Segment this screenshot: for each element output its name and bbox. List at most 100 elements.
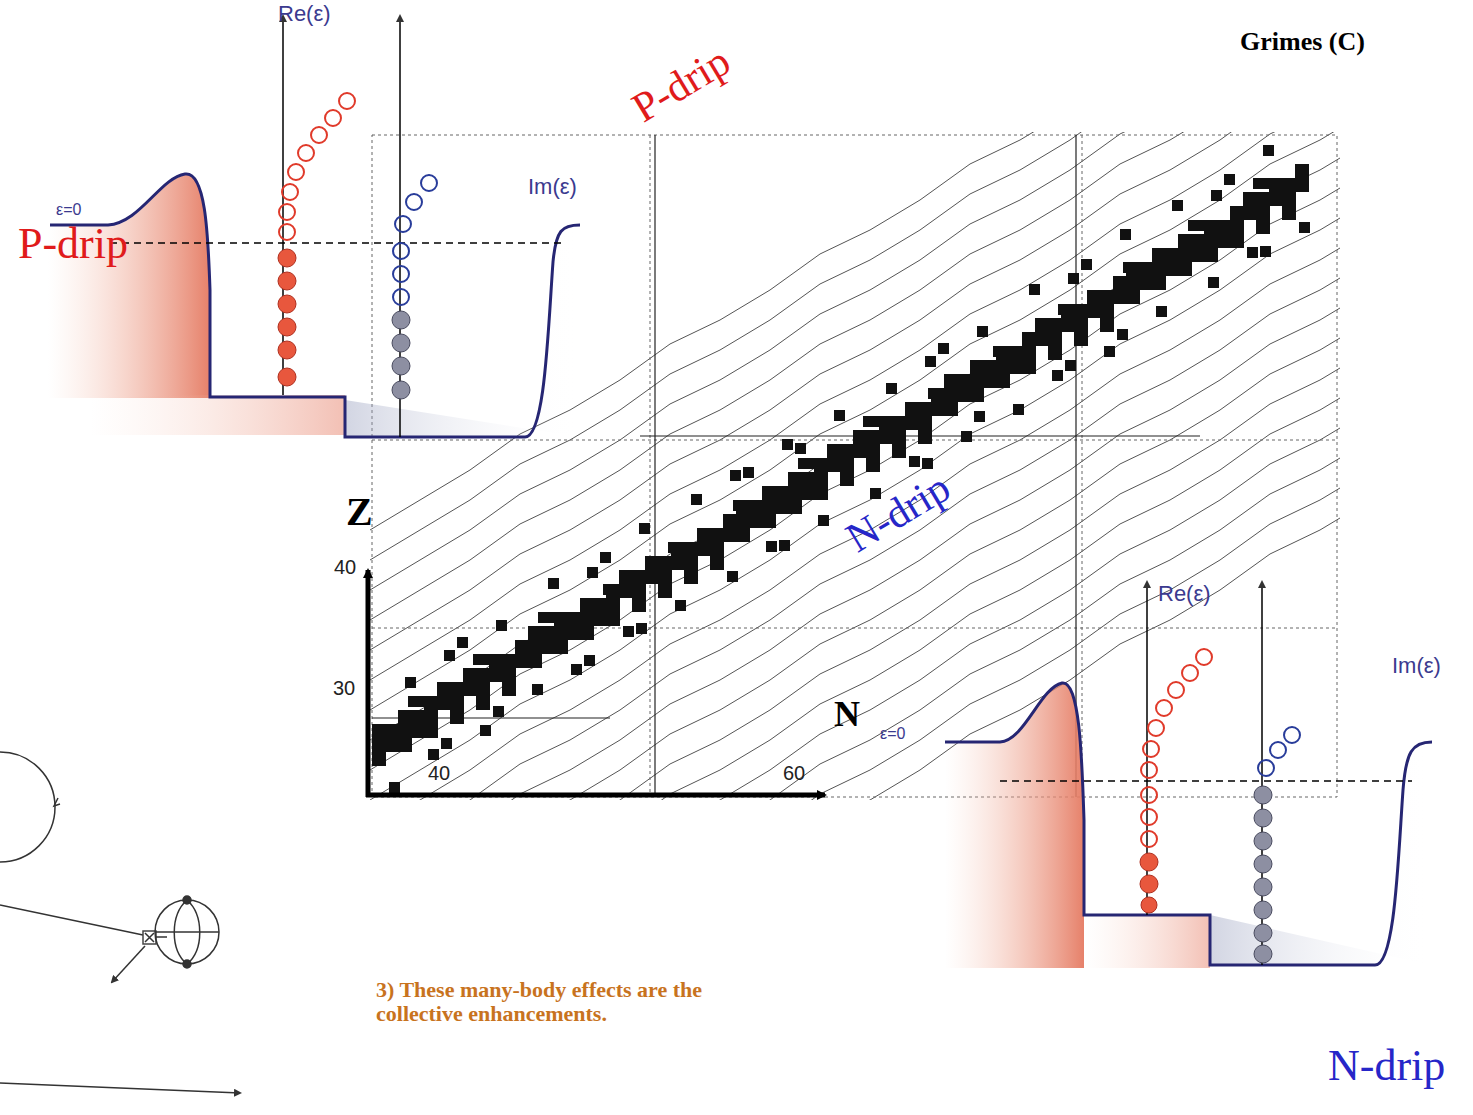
nuclide-square xyxy=(892,430,906,444)
nuclide-square xyxy=(584,655,595,666)
nuclide-square xyxy=(1263,145,1274,156)
nuclide-square xyxy=(970,374,984,388)
nuclide-square xyxy=(1152,248,1166,262)
nuclide-square xyxy=(450,696,464,710)
nuclide-square xyxy=(1217,234,1231,248)
nuclide-square xyxy=(1113,276,1127,290)
nuclide-square xyxy=(788,500,802,514)
nuclide-square xyxy=(723,528,737,542)
nuclide-square xyxy=(684,556,698,570)
nuclide-square xyxy=(476,682,490,696)
nuclide-square xyxy=(639,523,650,534)
axis-label: Z xyxy=(346,490,373,534)
nuclide-square xyxy=(1204,248,1218,262)
nuclide-square xyxy=(411,710,425,724)
chart-line xyxy=(370,260,1340,800)
nuclide-square xyxy=(697,542,711,556)
nuclide-square xyxy=(502,682,516,696)
nuclide-square xyxy=(827,444,841,458)
nuclide-square xyxy=(606,584,620,598)
axis-label: Re(ε) xyxy=(278,2,331,26)
nuclide-square xyxy=(385,738,399,752)
tick-label: 30 xyxy=(333,677,355,699)
nuclide-square xyxy=(571,664,582,675)
nuclide-square xyxy=(970,388,984,402)
nuclide-square xyxy=(411,724,425,738)
nuclide-square xyxy=(476,668,490,682)
nuclide-square xyxy=(493,706,504,717)
nuclide-square xyxy=(697,528,711,542)
energy-label: ε=0 xyxy=(56,201,81,219)
nuclide-square xyxy=(658,570,672,584)
nuclide-square xyxy=(1061,318,1075,332)
nuclide-square xyxy=(1165,248,1179,262)
nuclide-square xyxy=(710,528,724,542)
chart-line xyxy=(370,380,1340,800)
nuclide-square xyxy=(600,552,611,563)
nuclide-square xyxy=(1282,178,1296,192)
nuclide-square xyxy=(1191,248,1205,262)
nuclide-square xyxy=(996,374,1010,388)
feynman-diagram xyxy=(0,752,240,1093)
nuclide-square xyxy=(1065,360,1076,371)
nuclide-square xyxy=(1295,178,1309,192)
nuclide-square xyxy=(619,584,633,598)
nuclide-square xyxy=(1243,206,1257,220)
nuclide-square xyxy=(658,584,672,598)
nuclide-square xyxy=(983,360,997,374)
nuclide-square xyxy=(1178,234,1192,248)
nuclide-square xyxy=(593,598,607,612)
nuclide-square xyxy=(606,598,620,612)
nuclide-square xyxy=(372,752,386,766)
nuclide-square xyxy=(1100,304,1114,318)
nuclide-square xyxy=(749,514,763,528)
chart-line xyxy=(370,132,1340,530)
nuclide-square xyxy=(1230,220,1244,234)
nuclide-square xyxy=(1117,329,1128,340)
credit-label: Grimes (C) xyxy=(1240,28,1365,57)
nuclide-square xyxy=(1230,206,1244,220)
nuclide-square xyxy=(424,696,438,710)
nuclide-square xyxy=(886,383,897,394)
nuclide-square xyxy=(450,710,464,724)
nuclide-square xyxy=(1172,200,1183,211)
nuclide-square xyxy=(424,710,438,724)
nuclide-square xyxy=(1178,248,1192,262)
nuclide-square xyxy=(489,668,503,682)
chart-line xyxy=(370,132,1340,590)
nuclide-square xyxy=(437,682,451,696)
nuclide-square xyxy=(632,584,646,598)
nuclide-square xyxy=(818,515,829,526)
nuclide-square xyxy=(528,640,542,654)
nuclide-square xyxy=(1178,262,1192,276)
nuclide-square xyxy=(515,654,529,668)
nuclide-square xyxy=(1013,404,1024,415)
nuclide-square xyxy=(1156,306,1167,317)
nuclide-square xyxy=(775,500,789,514)
nuclide-square xyxy=(554,640,568,654)
nuclide-square xyxy=(766,541,777,552)
chart-line xyxy=(370,170,1340,770)
nuclide-square xyxy=(1217,220,1231,234)
nuclide-square xyxy=(1113,290,1127,304)
nuclide-square xyxy=(970,360,984,374)
nuclide-square xyxy=(918,430,932,444)
nuclide-square xyxy=(1048,318,1062,332)
nuclide-square xyxy=(675,600,686,611)
nuclide-square xyxy=(502,668,516,682)
nuclide-square xyxy=(1009,360,1023,374)
drip-line-label: N-drip xyxy=(1328,1042,1445,1090)
chart-line xyxy=(370,410,1340,800)
nuclide-square xyxy=(1126,262,1140,276)
nuclide-square xyxy=(528,626,542,640)
nuclide-square xyxy=(593,612,607,626)
nuclide-square xyxy=(671,556,685,570)
nuclide-square xyxy=(996,346,1010,360)
nuclide-square xyxy=(957,388,971,402)
nuclide-square xyxy=(489,654,503,668)
nuclide-square xyxy=(1022,360,1036,374)
nuclide-square xyxy=(463,668,477,682)
nuclide-square xyxy=(1074,332,1088,346)
nuclide-square xyxy=(389,782,400,793)
